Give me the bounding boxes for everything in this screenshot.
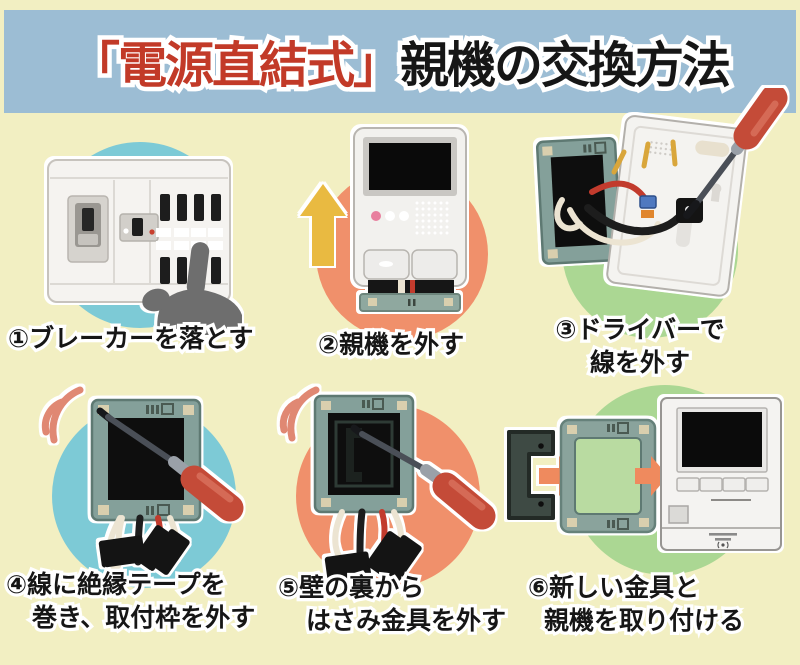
step-4-caption-line: ④線に絶縁テープを (3, 567, 229, 603)
step-4-caption: ④線に絶縁テープを 巻き、取付枠を外す (3, 567, 259, 636)
step-4-illustration (41, 386, 244, 575)
emphasis-dashes-icon (611, 139, 678, 175)
right-arrow-icon (635, 456, 668, 496)
step-5-illustration (279, 386, 496, 584)
step-6-illustration (507, 397, 782, 551)
clamp-bracket-inside (346, 428, 362, 482)
header-band: 「電源直結式」親機の交換方法 (4, 10, 796, 113)
step-5-caption-line: ⑤壁の裏から (275, 570, 428, 606)
wire-connector-orange (641, 210, 654, 218)
title-main: 親機の交換方法 (395, 33, 735, 99)
screwdriver-icon (683, 88, 788, 219)
page-title: 「電源直結式」親機の交換方法 (66, 26, 735, 99)
step-4-caption-line: 巻き、取付枠を外す (29, 600, 259, 636)
vibration-arcs-icon (279, 386, 320, 442)
step-3-caption: ③ドライバーで 線を外す (535, 312, 745, 381)
step-1-caption-line: ①ブレーカーを落とす (5, 321, 257, 357)
step-6-caption: ⑥新しい金具と 親機を取り付ける (525, 570, 748, 639)
step-1-caption: ①ブレーカーを落とす (5, 321, 257, 357)
speaker-dots (415, 201, 455, 235)
step-2-caption: ②親機を外す (315, 327, 468, 363)
pointing-hand-icon (142, 242, 242, 335)
new-intercom-unit (660, 397, 782, 551)
step-5-caption: ⑤壁の裏から はさみ金具を外す (275, 570, 510, 639)
mounting-frame (559, 418, 657, 534)
mounting-frame (535, 137, 623, 265)
step-2-illustration (300, 127, 467, 312)
step-2-caption-line: ②親機を外す (315, 327, 468, 363)
step-3-caption-line: 線を外す (587, 345, 694, 381)
step-3-illustration (535, 88, 788, 297)
mounting-bracket (359, 280, 461, 312)
up-arrow-icon (300, 184, 346, 266)
insulation-tape (324, 531, 422, 584)
step-1-illustration (47, 159, 242, 335)
intercom-unit (353, 127, 467, 287)
step-6-caption-line: 親機を取り付ける (541, 603, 748, 639)
wire-connector-blue (639, 195, 657, 209)
step-5-caption-line: はさみ金具を外す (303, 603, 510, 639)
screwdriver-icon (96, 407, 244, 522)
vibration-arcs-icon (41, 386, 84, 444)
mounting-frame (313, 394, 415, 514)
step-6-caption-line: ⑥新しい金具と (525, 570, 703, 606)
tiny-speaker-icon (717, 541, 729, 549)
insulation-tape (98, 525, 190, 575)
clamp-bracket-icon (507, 430, 555, 520)
title-highlight: 「電源直結式」 (66, 33, 406, 99)
tiny-label-scribble (709, 533, 737, 541)
screwdriver-icon (350, 424, 496, 530)
step-3-caption-line: ③ドライバーで (552, 312, 728, 348)
mounting-frame (90, 398, 202, 522)
